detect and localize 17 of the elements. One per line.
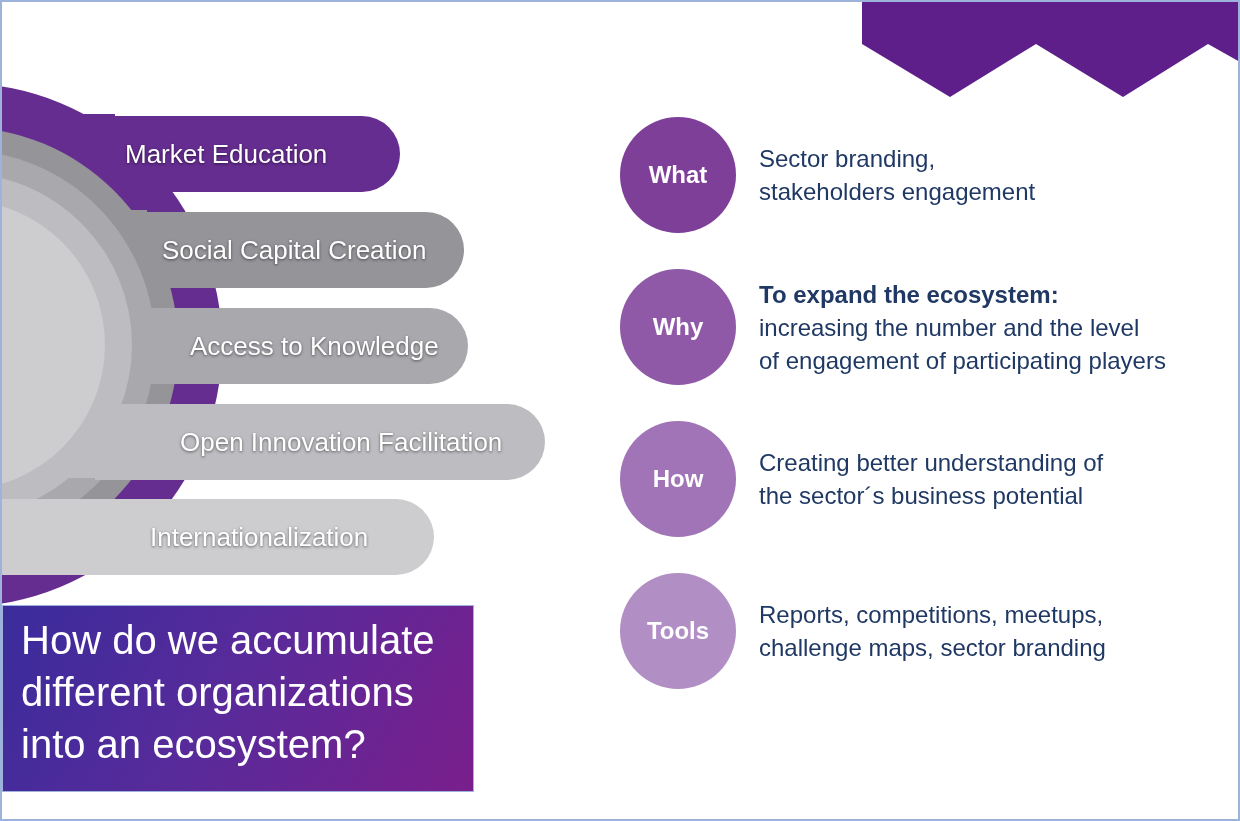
band-label: Social Capital Creation — [162, 234, 427, 266]
circle-label: Tools — [646, 617, 710, 645]
circle-label: What — [648, 161, 708, 189]
question-panel — [2, 605, 474, 792]
description-text: Reports, competitions, meetups, challenge maps, sector branding — [759, 600, 1107, 663]
band-label: Access to Knowledge — [190, 330, 439, 362]
description-text: Sector branding, stakeholders engagement — [759, 144, 1037, 207]
description-text: increasing the number and the level of engagement of participating players — [759, 312, 1167, 376]
question-text: How do we accumulate different organizations into an ecosystem? — [21, 617, 436, 768]
band-label: Internationalization — [150, 521, 369, 553]
band-label: Open Innovation Facilitation — [180, 426, 503, 458]
circle-label: How — [652, 465, 704, 493]
description-text: Creating better understanding of the sector´s business potential — [759, 448, 1105, 511]
band-label: Market Education — [125, 138, 328, 170]
ribbon-band — [2, 499, 434, 575]
circle-label: Why — [652, 313, 704, 341]
description-text: To expand the ecosystem: — [759, 279, 1059, 310]
